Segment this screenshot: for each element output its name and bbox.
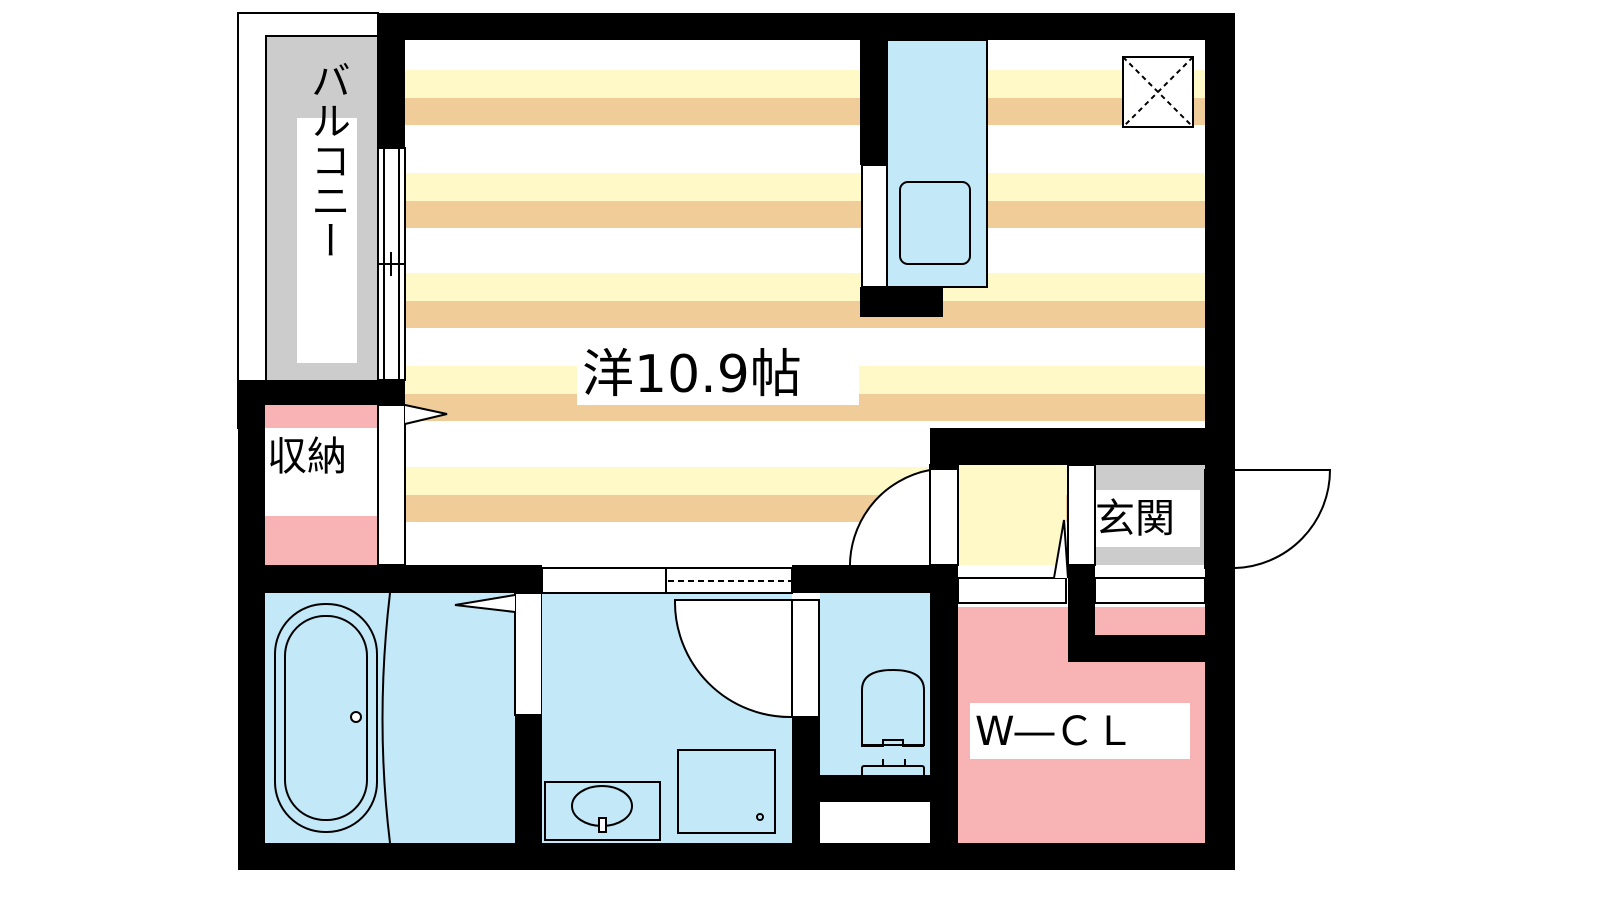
floor-stripe [405,273,1205,301]
washroom [541,567,793,843]
walk-in-closet-label: W―ＣＬ [975,709,1135,755]
balcony: バルコニー [237,12,379,429]
floor-stripe [405,70,1205,98]
ventilation-fan-icon [1122,56,1194,128]
balcony-window [377,147,406,381]
kitchen [861,39,988,288]
bathroom [265,592,543,844]
storage-closet: 収納 [265,404,448,566]
bathtub-icon [274,603,378,833]
floor-stripe [405,98,1205,125]
entrance-area: 玄関 [848,464,1332,604]
walls [238,13,1235,870]
entrance-label: 玄関 [1095,496,1175,542]
sink-icon [899,181,971,265]
toilet-room [791,593,930,842]
western-room-label: 洋10.9帖 [582,345,802,405]
floor-stripe [405,301,1205,328]
balcony-label: バルコニー [304,60,350,260]
floor-stripe [405,173,1205,201]
storage-label: 収納 [267,434,347,480]
floor-stripe [405,201,1205,228]
